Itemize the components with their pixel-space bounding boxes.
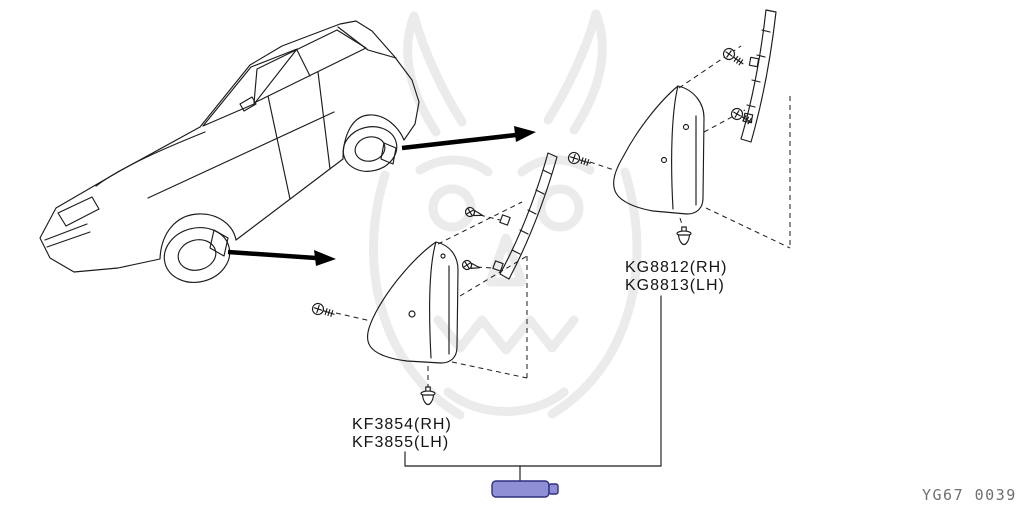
background-watermark xyxy=(369,9,642,420)
projection-line xyxy=(451,361,528,379)
rear-wheel xyxy=(342,126,398,172)
fastener-leader-line xyxy=(479,214,501,221)
strip-hatching xyxy=(511,169,552,255)
car-body-outline xyxy=(39,20,420,273)
front-wheel xyxy=(163,227,231,283)
arrow-shaft xyxy=(227,249,317,261)
fender-edge-strip xyxy=(499,152,558,280)
side-windows xyxy=(253,29,367,104)
rear-location-arrow xyxy=(401,126,536,151)
projection-line xyxy=(705,207,791,249)
arrow-right-icon xyxy=(314,250,336,266)
screw-icon xyxy=(728,105,756,128)
mounting-hole xyxy=(440,253,446,259)
side-mirror xyxy=(239,96,257,112)
watermark-eye-left xyxy=(428,184,476,232)
grille-line-2 xyxy=(46,231,91,248)
push-clip-icon xyxy=(461,259,482,273)
rear-part-number-lh[interactable]: KG8813(LH) xyxy=(625,277,725,294)
fender-edge-strip xyxy=(740,9,777,143)
mudguard-fold-line xyxy=(429,241,437,359)
fastener-leader-line xyxy=(589,161,615,171)
watermark-chin xyxy=(443,387,569,416)
rear-wheel-rim xyxy=(354,136,386,162)
watermark-brow-left xyxy=(415,155,493,177)
side-crease-line xyxy=(147,111,335,199)
watermark-horn-left xyxy=(403,11,467,137)
rear-part-number-rh[interactable]: KG8812(RH) xyxy=(625,259,727,276)
rear-door-seam xyxy=(317,71,331,170)
front-wheel-rim xyxy=(177,239,217,271)
screw-icon xyxy=(310,301,337,321)
highlighted-part-body[interactable] xyxy=(491,480,550,498)
arrow-shaft xyxy=(401,132,517,151)
windshield xyxy=(202,48,298,127)
watermark-eye-right xyxy=(536,184,584,232)
watermark-nose xyxy=(485,233,527,287)
strip-hatching xyxy=(746,29,771,108)
projection-line xyxy=(678,45,742,89)
front-location-arrow xyxy=(227,249,336,266)
clip-tab xyxy=(492,260,504,272)
fastener-leader-line xyxy=(679,217,684,229)
mounting-hole xyxy=(408,310,416,318)
rear-deck-line xyxy=(337,26,397,59)
clip-tab xyxy=(748,56,760,68)
projection-line xyxy=(459,255,528,297)
front-mudguard-part[interactable] xyxy=(367,241,459,364)
b-pillar-line xyxy=(296,49,311,77)
headlight xyxy=(57,196,100,227)
clip-tab xyxy=(742,112,754,124)
rear-mudguard-marker xyxy=(380,142,397,165)
rear-part-numbers[interactable]: KG8812(RH) KG8813(LH) xyxy=(625,259,727,294)
watermark-horn-right xyxy=(543,9,607,135)
clip-tab xyxy=(499,214,511,226)
mounting-hole xyxy=(682,123,690,131)
selected-part-highlight[interactable] xyxy=(491,480,559,498)
front-part-number-lh[interactable]: KF3855(LH) xyxy=(352,434,449,451)
rear-mudguard-assembly xyxy=(566,9,791,249)
drawing-code: YG67 0039 xyxy=(922,486,1017,504)
mounting-hole xyxy=(660,156,668,164)
watermark-face-right xyxy=(547,167,642,419)
front-mudguard-marker xyxy=(209,229,229,257)
front-part-numbers[interactable]: KF3854(RH) KF3855(LH) xyxy=(352,416,452,451)
label-leader-lines xyxy=(404,295,662,482)
front-door-seam xyxy=(267,95,291,200)
hood-crease xyxy=(95,131,206,187)
car-illustration xyxy=(39,20,420,283)
projection-line xyxy=(437,201,523,245)
rear-mudguard-part[interactable] xyxy=(613,85,705,215)
watermark-brow-right xyxy=(517,155,595,177)
grille-line-1 xyxy=(44,223,88,241)
highlighted-part-tip[interactable] xyxy=(548,483,559,495)
fastener-leader-line xyxy=(335,312,372,322)
screw-icon xyxy=(720,45,747,69)
arrow-right-icon xyxy=(514,126,536,142)
front-mudguard-assembly xyxy=(310,152,558,406)
front-part-number-rh[interactable]: KF3854(RH) xyxy=(352,416,452,433)
mudguard-fold-line xyxy=(671,85,679,210)
grommet-icon xyxy=(676,226,692,246)
watermark-fangs xyxy=(433,315,579,355)
